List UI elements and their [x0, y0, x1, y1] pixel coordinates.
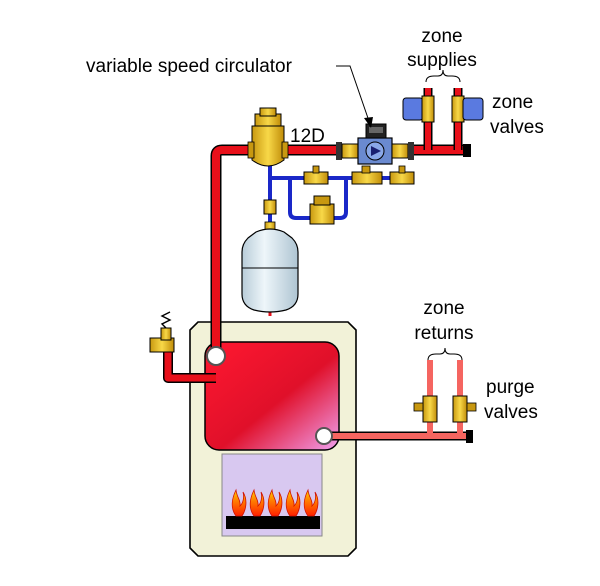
zone-supplies-label-line1: zone	[421, 26, 462, 47]
supply-tapping	[206, 346, 226, 366]
purge-valves-label-line1: purge	[486, 377, 535, 398]
zone-returns-label-line1: zone	[423, 298, 464, 319]
zone-supplies-brace	[425, 69, 461, 83]
zone-valves-label-line1: zone	[492, 92, 533, 113]
variable-speed-circulator	[336, 123, 414, 165]
expansion-tank	[241, 221, 299, 313]
zone-valve-1	[402, 95, 435, 123]
pressure-reducing-valve	[309, 195, 335, 225]
purge-valves-label-line2: valves	[484, 402, 538, 423]
circulator-leader	[336, 65, 371, 125]
purge-valve-1	[413, 395, 438, 423]
return-cap	[466, 430, 473, 443]
circulator-leader-arrow	[364, 117, 373, 128]
circulator-label: variable speed circulator	[86, 56, 293, 77]
zone-valves-label-line2: valves	[490, 117, 544, 138]
relief-valve	[149, 311, 175, 353]
cold-feed-valves	[263, 165, 415, 215]
supply-cap	[463, 144, 471, 157]
burner	[226, 516, 320, 529]
zone-returns-label-line2: returns	[414, 323, 473, 344]
purge-valve-2	[452, 395, 477, 423]
burner-flames	[231, 488, 319, 517]
zone-returns-brace	[427, 347, 463, 361]
return-tapping	[315, 427, 333, 445]
zone-valve-2	[451, 95, 484, 123]
boiler	[189, 321, 357, 557]
zone-supplies-label-line2: supplies	[407, 50, 477, 71]
fitting-label: 12D	[290, 126, 325, 147]
heat-exchanger	[204, 341, 340, 451]
air-separator	[247, 107, 289, 167]
